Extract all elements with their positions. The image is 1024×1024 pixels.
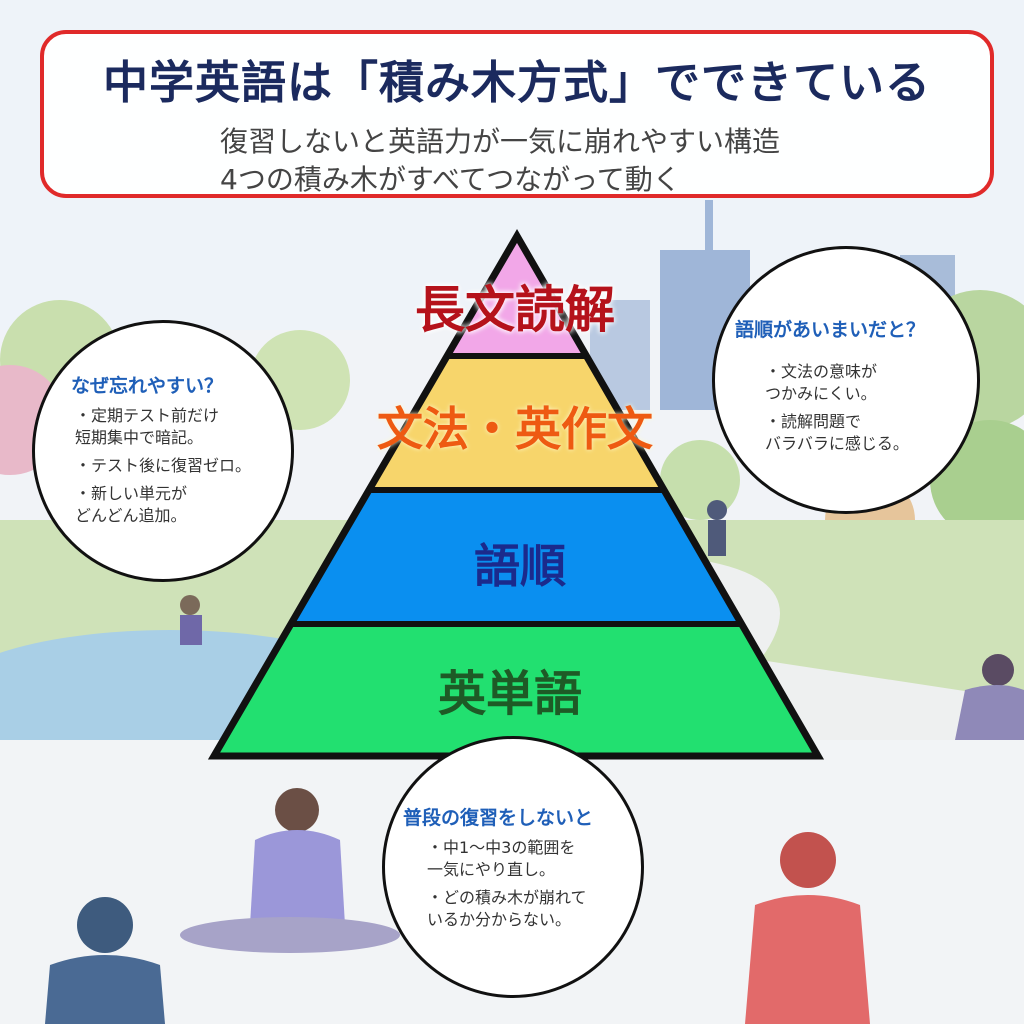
list-item: ・どの積み木が崩れて いるか分からない。 (427, 888, 587, 929)
list-item: ・定期テスト前だけ 短期集中で暗記。 (75, 406, 220, 447)
bubble-why-forget: なぜ忘れやすい？ ・定期テスト前だけ 短期集中で暗記。 ・テスト後に復習ゼロ。 … (32, 320, 294, 582)
list-item: ・文法の意味が つかみにくい。 (765, 362, 878, 403)
bubble-title: 普段の復習をしないと (403, 807, 594, 829)
tier-shape-reading (447, 236, 587, 356)
subtitle-line-2: 4つの積み木がすべてつながって動く (220, 163, 681, 196)
tier-shape-grammar (368, 356, 665, 490)
bubble-list: ・定期テスト前だけ 短期集中で暗記。 ・テスト後に復習ゼロ。 ・新しい単元が ど… (75, 405, 275, 533)
bubble-no-review: 普段の復習をしないと ・中1〜中3の範囲を 一気にやり直し。 ・どの積み木が崩れ… (382, 736, 644, 998)
list-item: ・中1〜中3の範囲を 一気にやり直し。 (427, 838, 576, 879)
tier-label-word-order: 語順 (474, 539, 566, 593)
tier-label-vocabulary: 英単語 (437, 666, 582, 722)
subtitle-line-1: 復習しないと英語力が一気に崩れやすい構造 (220, 125, 781, 158)
tier-label-reading: 長文読解 (415, 281, 615, 339)
list-item: ・読解問題で バラバラに感じる。 (765, 412, 909, 453)
tier-shape-word-order (290, 490, 742, 624)
bubble-title: 語順があいまいだと？ (735, 319, 926, 341)
list-item: ・テスト後に復習ゼロ。 (75, 456, 252, 475)
bubble-list: ・中1〜中3の範囲を 一気にやり直し。 ・どの積み木が崩れて いるか分からない。 (427, 837, 637, 937)
tier-label-grammar: 文法・英作文 (377, 402, 653, 456)
list-item: ・新しい単元が どんどん追加。 (75, 484, 188, 525)
bubble-list: ・文法の意味が つかみにくい。 ・読解問題で バラバラに感じる。 (765, 361, 965, 461)
bubble-word-order: 語順があいまいだと？ ・文法の意味が つかみにくい。 ・読解問題で バラバラに感… (712, 246, 980, 514)
page-title: 中学英語は「積み木方式」でできている (102, 56, 931, 109)
bubble-title: なぜ忘れやすい？ (71, 375, 224, 397)
title-card: 中学英語は「積み木方式」でできている 復習しないと英語力が一気に崩れやすい構造 … (40, 30, 994, 198)
tier-shape-vocabulary (214, 624, 818, 756)
